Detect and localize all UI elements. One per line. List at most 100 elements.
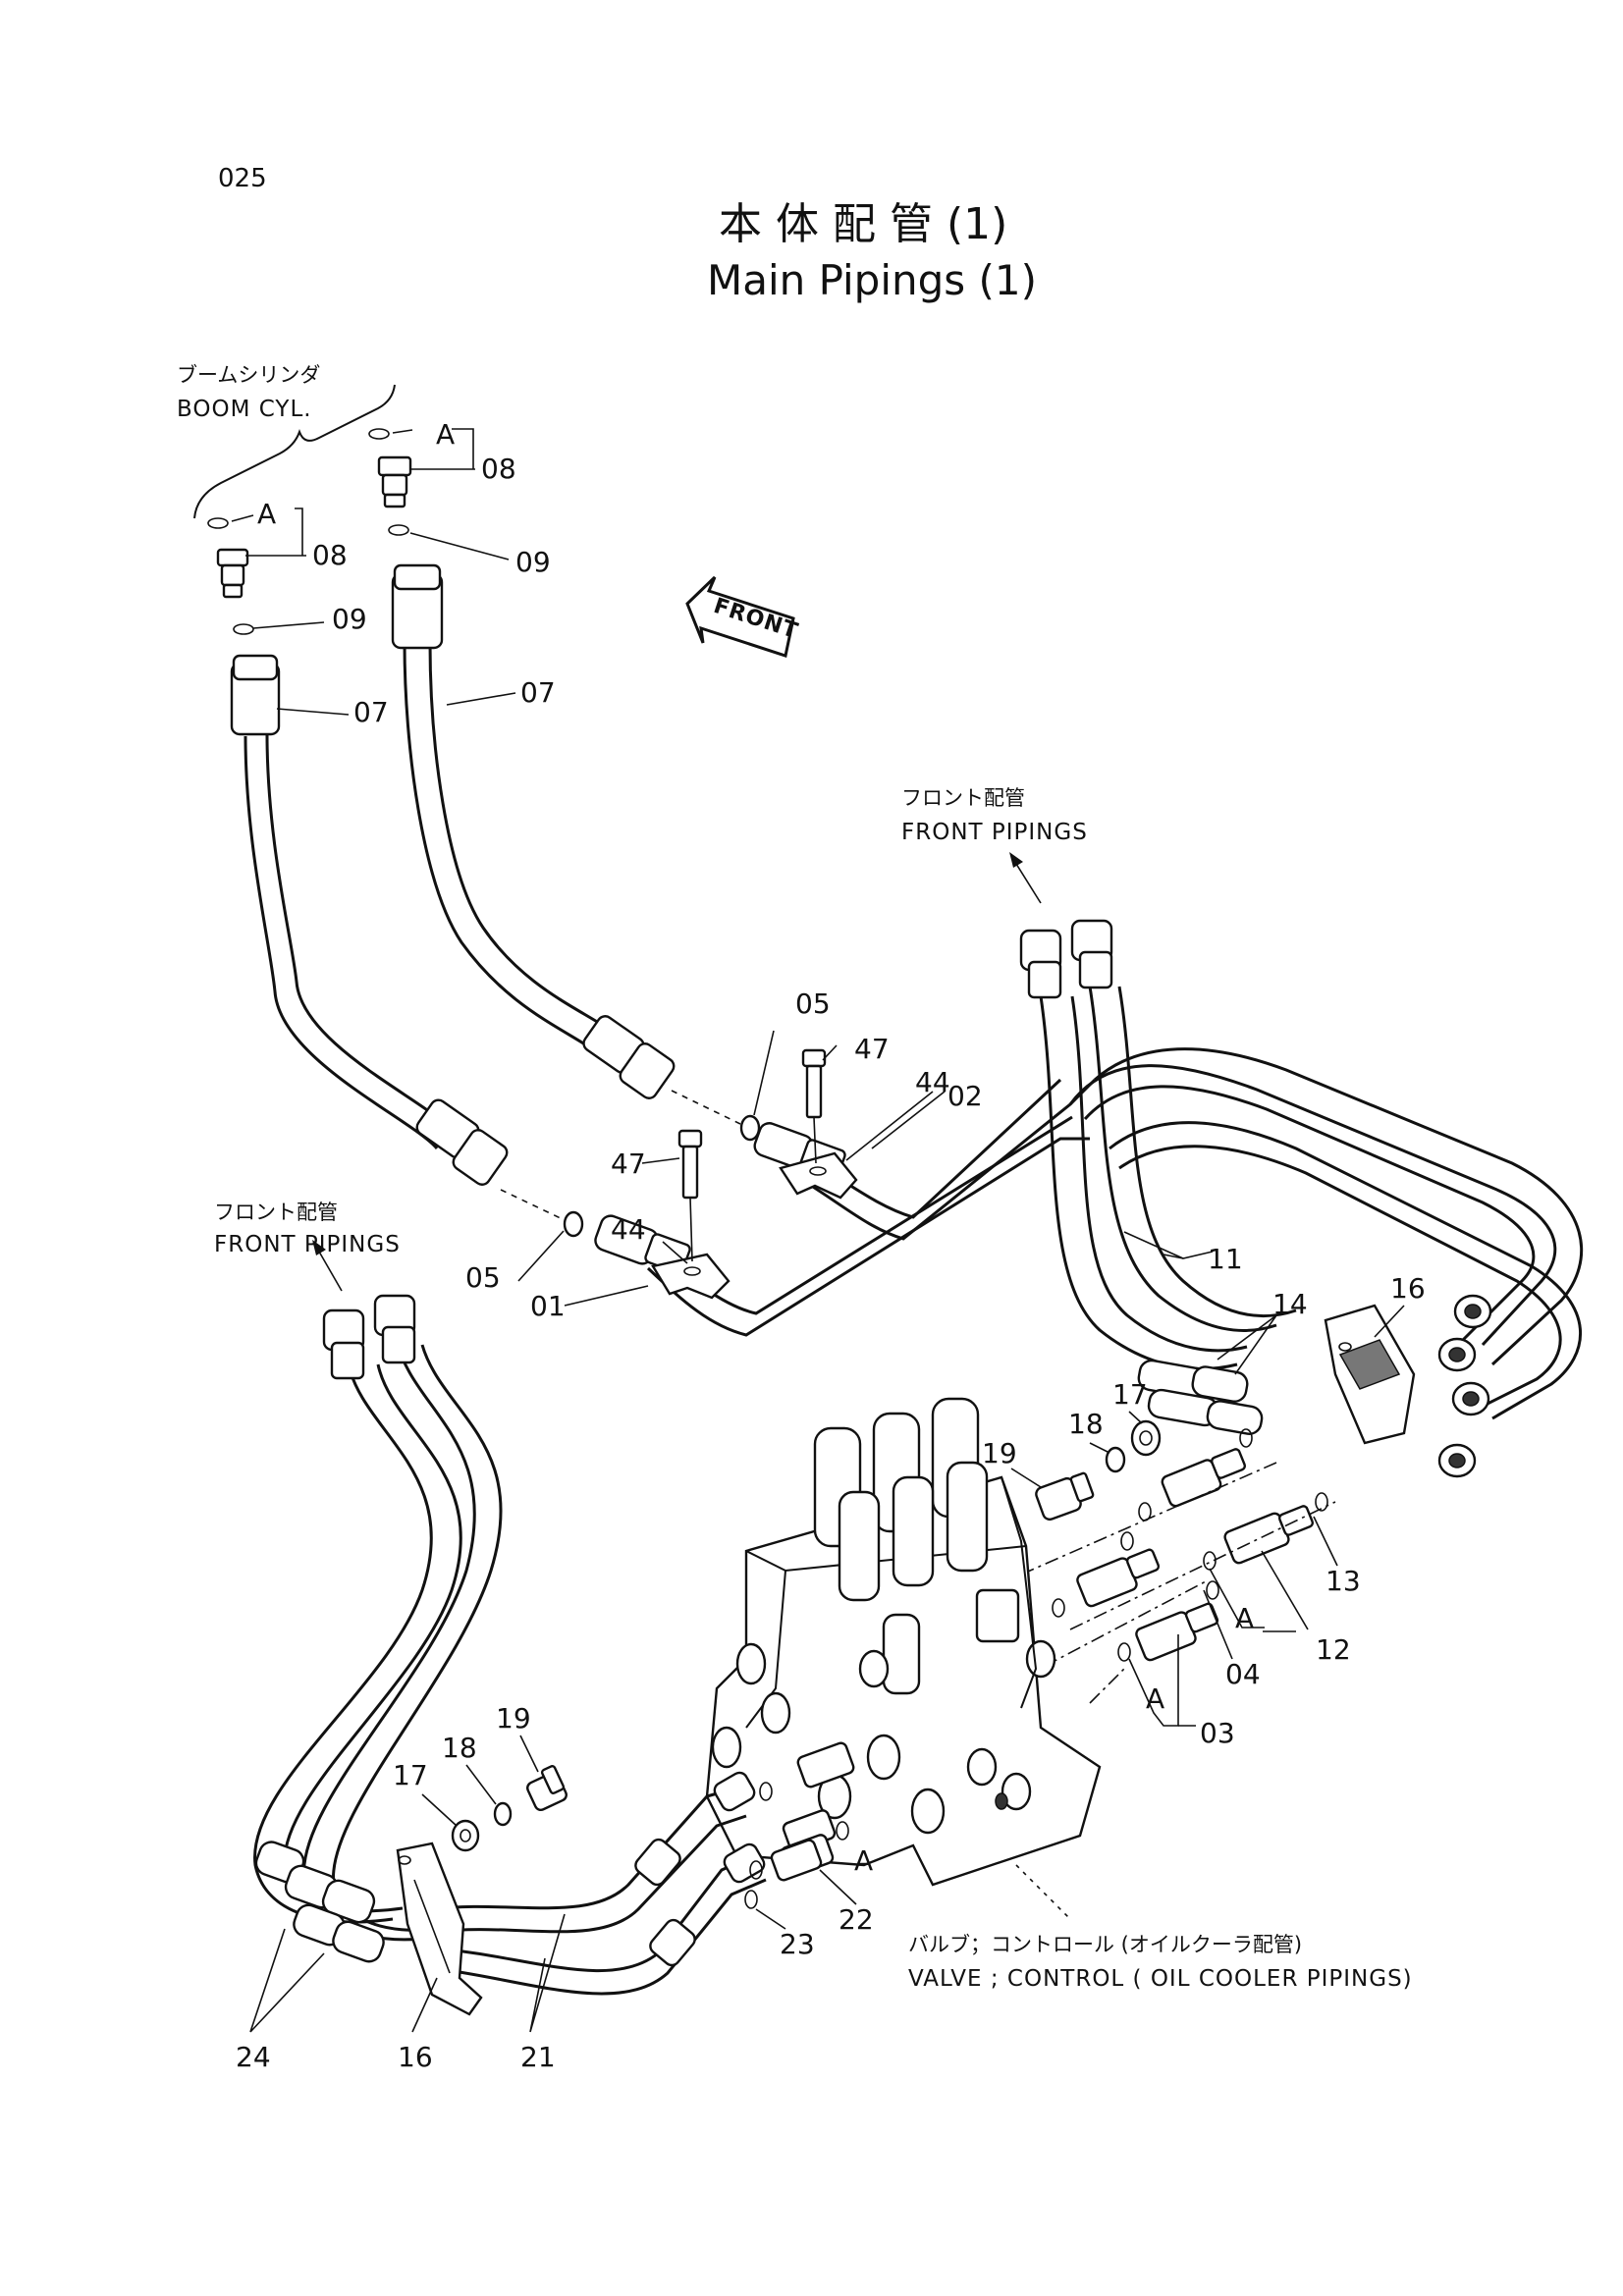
- title-japanese: 本 体 配 管 (1): [719, 199, 1007, 249]
- callout-19-right: 19: [982, 1437, 1017, 1469]
- callout-08-left: 08: [312, 539, 348, 571]
- callout-21: 21: [520, 2041, 556, 2073]
- leader-24: [249, 1928, 325, 2033]
- o-ring-23: [744, 1890, 758, 1909]
- clamp-44-upper: [779, 1151, 858, 1200]
- front-pipings-left-arrow: [318, 1251, 343, 1292]
- boom-cyl-caption-jp: ブームシリンダ: [177, 363, 320, 387]
- leader-08-right: [392, 428, 475, 470]
- callout-01: 01: [530, 1290, 566, 1322]
- right-tube-end-fittings: [1437, 1294, 1492, 1478]
- ref-A-valve-left: A: [854, 1844, 873, 1877]
- o-ring-05-upper: [739, 1114, 761, 1142]
- adapter-center-row: [1052, 1531, 1161, 1618]
- adapter-row-upper: [1138, 1428, 1253, 1522]
- leader-47-upper: [822, 1044, 838, 1061]
- leader-14: [1217, 1314, 1277, 1375]
- callout-18-right: 18: [1068, 1408, 1104, 1440]
- title-english: Main Pipings (1): [707, 256, 1037, 304]
- callout-12: 12: [1316, 1633, 1351, 1666]
- callout-14: 14: [1272, 1288, 1308, 1320]
- washer-17-right: [1130, 1419, 1162, 1457]
- ref-A-valve-lower: A: [1146, 1682, 1164, 1715]
- leader-21: [529, 1913, 566, 2033]
- adapter-08-right: [377, 455, 412, 508]
- leader-16-right: [1374, 1305, 1405, 1338]
- leader-16-left: [411, 1977, 438, 2033]
- leader-44-upper: [845, 1091, 934, 1161]
- ref-A-right: A: [436, 418, 455, 451]
- hose-07-left: [230, 654, 509, 1186]
- leader-11: [1123, 1231, 1214, 1259]
- callout-05-upper: 05: [795, 988, 831, 1020]
- hose-21-pair: [431, 1771, 767, 1996]
- washer-17-left: [451, 1819, 480, 1852]
- leader-05-lower: [517, 1230, 565, 1282]
- callout-44-upper: 44: [915, 1066, 950, 1098]
- valve-caption-en: VALVE ; CONTROL ( OIL COOLER PIPINGS): [908, 1966, 1413, 1992]
- front-pipings-left-caption-en: FRONT PIPINGS: [214, 1232, 401, 1257]
- bolt-47-upper: [801, 1048, 827, 1164]
- callout-08-right: 08: [481, 453, 516, 485]
- bolt-19-right: [1035, 1471, 1095, 1522]
- callout-19-left: 19: [496, 1702, 531, 1735]
- callout-16-right: 16: [1390, 1272, 1426, 1305]
- callout-44-lower: 44: [611, 1213, 646, 1246]
- callout-07-right: 07: [520, 676, 556, 709]
- hose-24-pair: [253, 1294, 503, 1942]
- front-pipings-right-caption-jp: フロント配管: [901, 786, 1025, 810]
- clamp-16-right: [1324, 1304, 1416, 1445]
- valve-caption-jp: バルブ；コントロール (オイルクーラ配管): [908, 1933, 1302, 1956]
- protector-24: [254, 1841, 385, 1963]
- o-ring-a-left: [207, 517, 229, 529]
- spring-washer-18-right: [1105, 1446, 1126, 1473]
- leader-02: [871, 1091, 946, 1149]
- long-tubes-upper: [1068, 1047, 1584, 1420]
- front-pipings-right-caption-en: FRONT PIPINGS: [901, 820, 1088, 845]
- leader-01: [564, 1285, 649, 1307]
- adapter-03: [1117, 1580, 1219, 1662]
- leader-08-left: [231, 507, 306, 557]
- callout-03: 03: [1200, 1717, 1235, 1749]
- callout-04: 04: [1225, 1658, 1261, 1690]
- o-ring-a-right: [368, 428, 390, 440]
- callout-17-right: 17: [1112, 1378, 1148, 1411]
- callout-23: 23: [780, 1928, 815, 1960]
- leader-44-lower: [662, 1241, 688, 1264]
- bolt-47-lower: [677, 1129, 703, 1262]
- callout-47-lower: 47: [611, 1148, 646, 1180]
- o-ring-05-lower: [563, 1210, 584, 1238]
- adapter-08-left: [216, 548, 249, 599]
- bolt-19-left: [526, 1765, 568, 1812]
- callout-17-left: 17: [393, 1759, 428, 1791]
- leader-47-lower: [641, 1157, 680, 1164]
- leader-07-right: [446, 692, 516, 706]
- callout-09-right: 09: [515, 546, 551, 578]
- callout-02: 02: [947, 1080, 983, 1112]
- spring-washer-18-left: [493, 1801, 513, 1827]
- leader-09-right: [409, 532, 510, 561]
- control-valve: [705, 1397, 1102, 1887]
- front-direction-arrow: FRONT: [685, 575, 801, 658]
- front-pipings-right-arrow: [1015, 863, 1042, 904]
- boom-cyl-caption-en: BOOM CYL.: [177, 397, 312, 422]
- callout-09-left: 09: [332, 603, 367, 635]
- callout-18-left: 18: [442, 1732, 477, 1764]
- hose-11-pair: [1019, 919, 1297, 1370]
- protector-14: [1137, 1359, 1264, 1435]
- ref-A-valve-upper: A: [1235, 1602, 1254, 1634]
- callout-47-upper: 47: [854, 1033, 890, 1065]
- page-code: 025: [218, 164, 267, 193]
- callout-22: 22: [839, 1903, 874, 1936]
- clamp-16-left: [396, 1842, 483, 2016]
- hose-07-right: [391, 563, 676, 1099]
- o-ring-09-left: [233, 623, 254, 635]
- leader-07-left: [276, 708, 350, 716]
- clamp-44-lower: [651, 1253, 730, 1300]
- leader-05-upper: [753, 1030, 775, 1116]
- o-ring-09-right: [388, 524, 409, 536]
- callout-24: 24: [236, 2041, 271, 2073]
- callout-05-lower: 05: [465, 1261, 501, 1294]
- callout-07-left: 07: [353, 696, 389, 728]
